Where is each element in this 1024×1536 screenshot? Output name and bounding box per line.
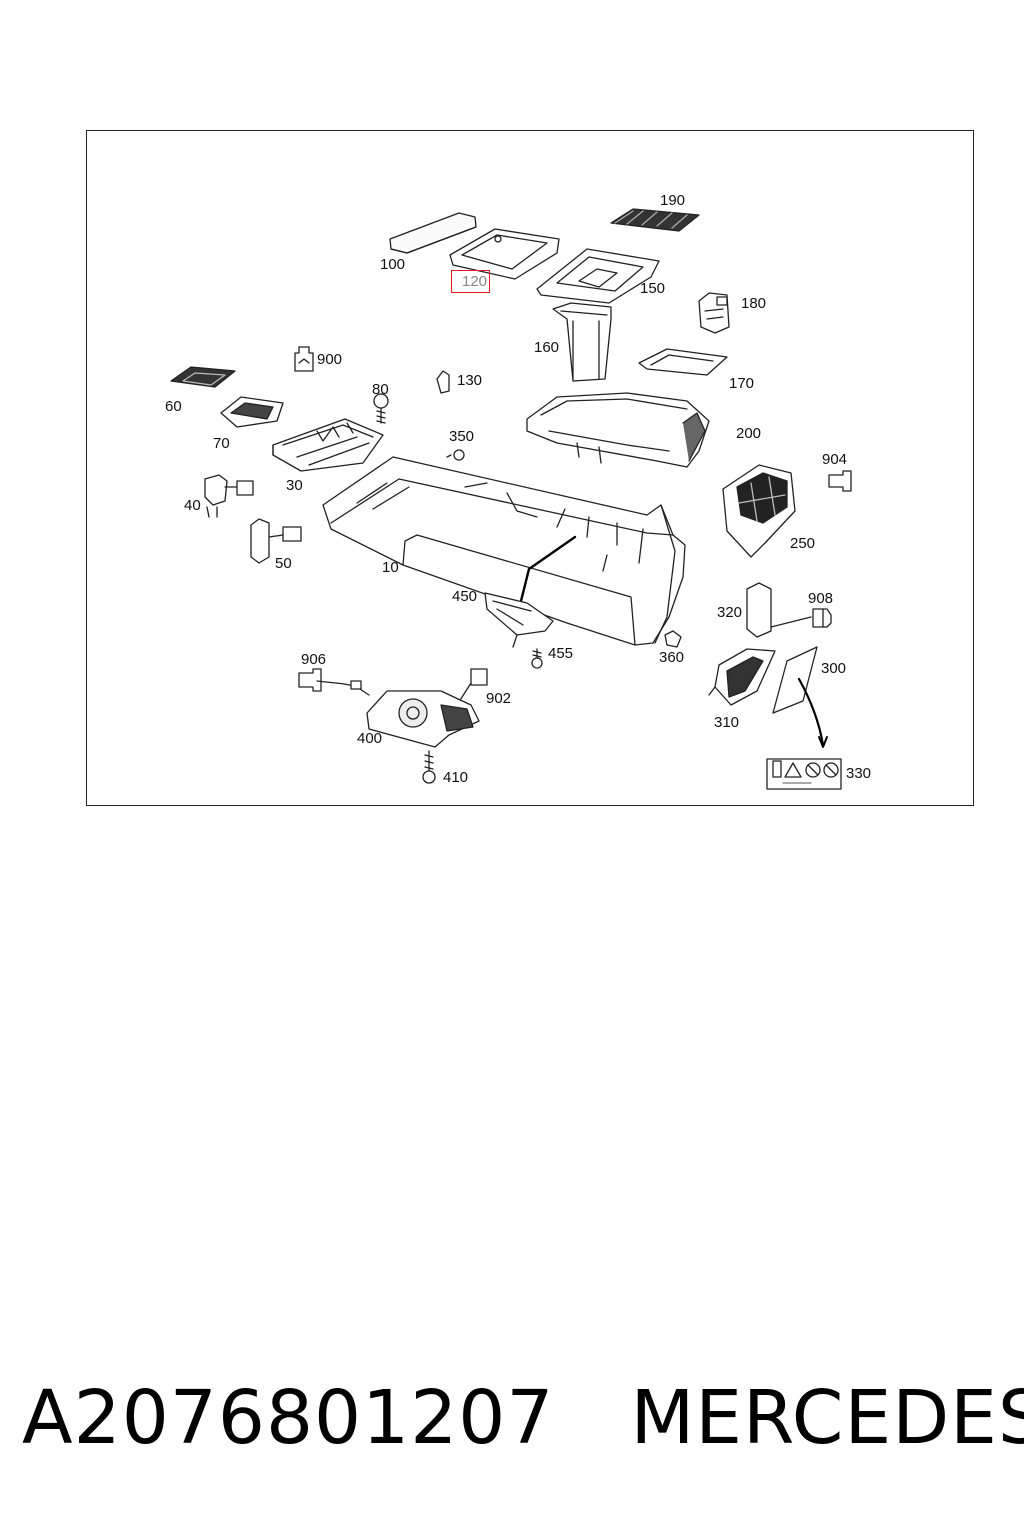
part-30-module-drawing	[272, 418, 384, 472]
part-label-70: 70	[213, 435, 230, 452]
part-908-symbol	[812, 608, 832, 628]
part-label-310: 310	[714, 714, 740, 731]
part-170-tray-drawing	[638, 348, 728, 376]
part-label-250: 250	[790, 535, 816, 552]
part-906-symbol	[298, 668, 322, 692]
part-label-906: 906	[301, 651, 327, 668]
part-footer: A2076801207 MERCEDES	[22, 1368, 1024, 1468]
part-label-40: 40	[184, 497, 201, 514]
part-10-console-drawing	[322, 456, 686, 646]
part-label-60: 60	[165, 398, 182, 415]
part-label-180: 180	[741, 295, 767, 312]
part-label-455: 455	[548, 645, 574, 662]
part-label-902: 902	[486, 690, 512, 707]
part-330-label-drawing	[766, 758, 842, 790]
part-320-socket-drawing	[746, 582, 812, 638]
part-250-vent-drawing	[722, 464, 796, 558]
part-label-900: 900	[317, 351, 343, 368]
part-label-320: 320	[717, 604, 743, 621]
part-label-360: 360	[659, 649, 685, 666]
part-label-50: 50	[275, 555, 292, 572]
part-label-330: 330	[846, 765, 872, 782]
part-label-30: 30	[286, 477, 303, 494]
part-label-410: 410	[443, 769, 469, 786]
part-190-mat-drawing	[610, 208, 700, 232]
part-label-200: 200	[736, 425, 762, 442]
part-902-symbol	[456, 668, 488, 706]
part-label-150: 150	[640, 280, 666, 297]
part-label-10: 10	[382, 559, 399, 576]
part-50-socket-drawing	[250, 518, 302, 564]
part-400-base-drawing	[316, 680, 480, 748]
part-310-vent-drawing	[708, 648, 776, 706]
part-label-130: 130	[457, 372, 483, 389]
part-label-120[interactable]: 120	[451, 270, 491, 293]
part-label-80: 80	[372, 381, 389, 398]
part-350-screw-drawing	[446, 449, 465, 461]
part-300-cover-drawing	[772, 646, 828, 748]
part-200-armrest-drawing	[526, 392, 710, 468]
part-450-bracket-drawing	[484, 592, 554, 648]
parts-diagram: 100 120 190 150 180 160 170 900 130 80 6…	[86, 130, 974, 806]
part-label-400: 400	[357, 730, 383, 747]
part-label-160: 160	[534, 339, 560, 356]
part-40-socket-drawing	[204, 474, 254, 518]
part-410-screw-drawing	[422, 750, 436, 784]
part-120-frame-drawing	[449, 228, 560, 280]
part-label-300: 300	[821, 660, 847, 677]
brand-name: MERCEDES	[630, 1375, 1024, 1461]
part-label-904: 904	[822, 451, 848, 468]
part-80-screw-drawing	[373, 393, 389, 424]
part-100-lid-drawing	[389, 212, 477, 254]
part-360-nut-drawing	[664, 630, 682, 648]
part-130-clip-drawing	[436, 370, 450, 394]
part-number: A2076801207	[22, 1375, 555, 1461]
part-60-mat-drawing	[170, 366, 236, 388]
part-label-190: 190	[660, 192, 686, 209]
part-label-450: 450	[452, 588, 478, 605]
part-label-350: 350	[449, 428, 475, 445]
part-70-tray-drawing	[220, 396, 284, 428]
part-455-screw-drawing	[531, 648, 543, 669]
part-150-cover-drawing	[536, 248, 660, 304]
diagram-drawing	[170, 208, 852, 790]
part-900-symbol	[294, 346, 314, 372]
part-160-cup-drawing	[552, 302, 612, 382]
part-label-170: 170	[729, 375, 755, 392]
part-180-drawing	[698, 292, 730, 334]
part-904-symbol	[828, 470, 852, 492]
part-label-100: 100	[380, 256, 406, 273]
part-label-908: 908	[808, 590, 834, 607]
